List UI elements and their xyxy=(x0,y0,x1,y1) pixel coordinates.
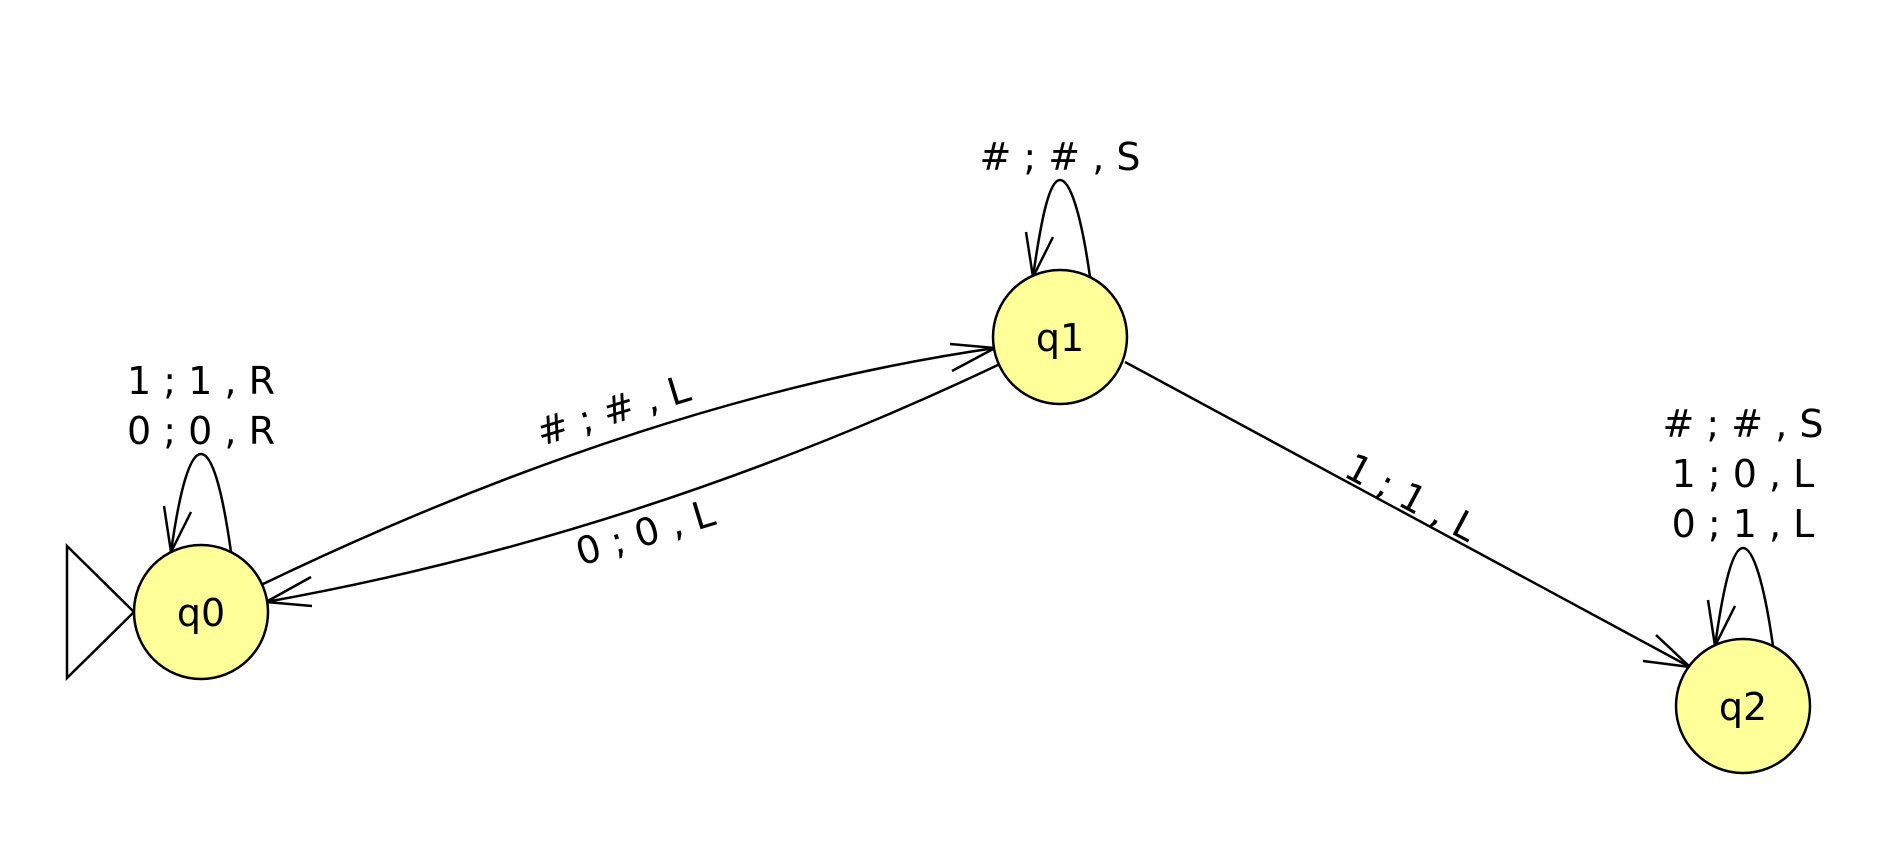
transition-label: 1 ; 1 , L xyxy=(1338,445,1485,551)
transition-label: # ; # , S xyxy=(980,135,1141,179)
transition-label: 1 ; 1 , R xyxy=(127,359,275,403)
transition-q2-q2: # ; # , S 1 ; 0 , L 0 ; 1 , L xyxy=(1663,402,1824,651)
transition-label: 0 ; 1 , L xyxy=(1672,502,1815,546)
transition-label: # ; # , S xyxy=(1663,402,1824,446)
transition-q1-q1: # ; # , S xyxy=(980,135,1141,282)
state-q2: q2 xyxy=(1674,637,1812,775)
transition-q1-q2: 1 ; 1 , L xyxy=(1124,360,1694,669)
initial-state-arrow xyxy=(65,543,136,681)
state-q1: q1 xyxy=(991,268,1129,406)
state-label: q1 xyxy=(1036,316,1084,360)
transition-label: 1 ; 0 , L xyxy=(1672,452,1815,496)
transition-q0-q0: 1 ; 1 , R 0 ; 0 , R xyxy=(127,359,275,557)
transition-label: 0 ; 0 , L xyxy=(571,491,720,575)
state-label: q2 xyxy=(1719,685,1767,729)
transition-label: 0 ; 0 , R xyxy=(127,409,275,453)
state-q0: q0 xyxy=(132,543,270,681)
state-label: q0 xyxy=(177,591,225,635)
